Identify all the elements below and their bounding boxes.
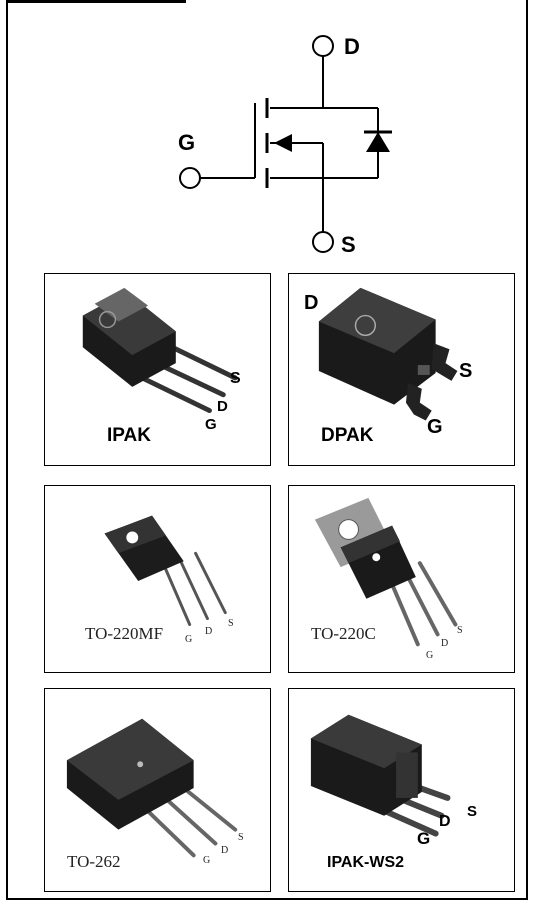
to262-pin-g: G (203, 855, 211, 866)
package-to220c-panel: TO-220C S D G (288, 485, 515, 673)
ipak-pin-d: D (217, 398, 228, 415)
channel-arrow-icon (274, 134, 292, 152)
body-diode-icon (366, 132, 390, 152)
gate-label: G (178, 130, 195, 155)
to220mf-name: TO-220MF (85, 624, 164, 643)
to262-pin-s: S (238, 832, 244, 843)
drain-label: D (344, 34, 360, 59)
package-to220mf-panel: TO-220MF G D S (44, 485, 271, 673)
dpak-pin-g: G (427, 416, 443, 438)
ipak-name: IPAK (107, 425, 151, 446)
to220c-pin-g: G (426, 650, 434, 661)
gate-terminal-circle (179, 167, 201, 189)
ipakws2-name: IPAK-WS2 (327, 854, 405, 871)
dpak-pin-s: S (459, 360, 473, 382)
dpak-package-image (318, 287, 458, 421)
ipakws2-pin-s: S (467, 803, 478, 820)
top-border-line (6, 0, 186, 3)
dpak-name: DPAK (321, 425, 374, 446)
to220c-pin-d: D (441, 638, 449, 649)
package-dpak-panel: DPAK D S G (288, 273, 515, 466)
to220mf-pin-d: D (205, 626, 213, 637)
source-label: S (341, 232, 356, 257)
mosfet-schematic-symbol: D G S (178, 34, 392, 257)
to220mf-package-image (104, 515, 227, 626)
to262-package-image (66, 718, 238, 858)
to220mf-pin-s: S (228, 618, 234, 629)
package-ipakws2-panel: IPAK-WS2 S D G (288, 688, 515, 892)
to220c-package-image (314, 497, 458, 647)
ipak-package-image (82, 287, 238, 414)
to262-name: TO-262 (67, 852, 121, 871)
ipakws2-pin-d: D (439, 813, 451, 830)
to262-pin-d: D (221, 845, 229, 856)
ipak-pin-s: S (230, 370, 241, 387)
dpak-pin-d: D (304, 292, 319, 314)
package-to262-panel: TO-262 S D G (44, 688, 271, 892)
to220mf-pin-g: G (185, 634, 193, 645)
page-frame (6, 0, 528, 900)
package-ipak-panel: IPAK S D G (44, 273, 271, 466)
drain-terminal-circle (312, 35, 334, 57)
to220c-name: TO-220C (311, 624, 376, 643)
ipakws2-pin-g: G (417, 829, 431, 848)
to220c-pin-s: S (457, 625, 463, 636)
ipak-pin-g: G (205, 416, 217, 433)
ipakws2-package-image (310, 714, 451, 837)
source-terminal-circle (312, 231, 334, 253)
